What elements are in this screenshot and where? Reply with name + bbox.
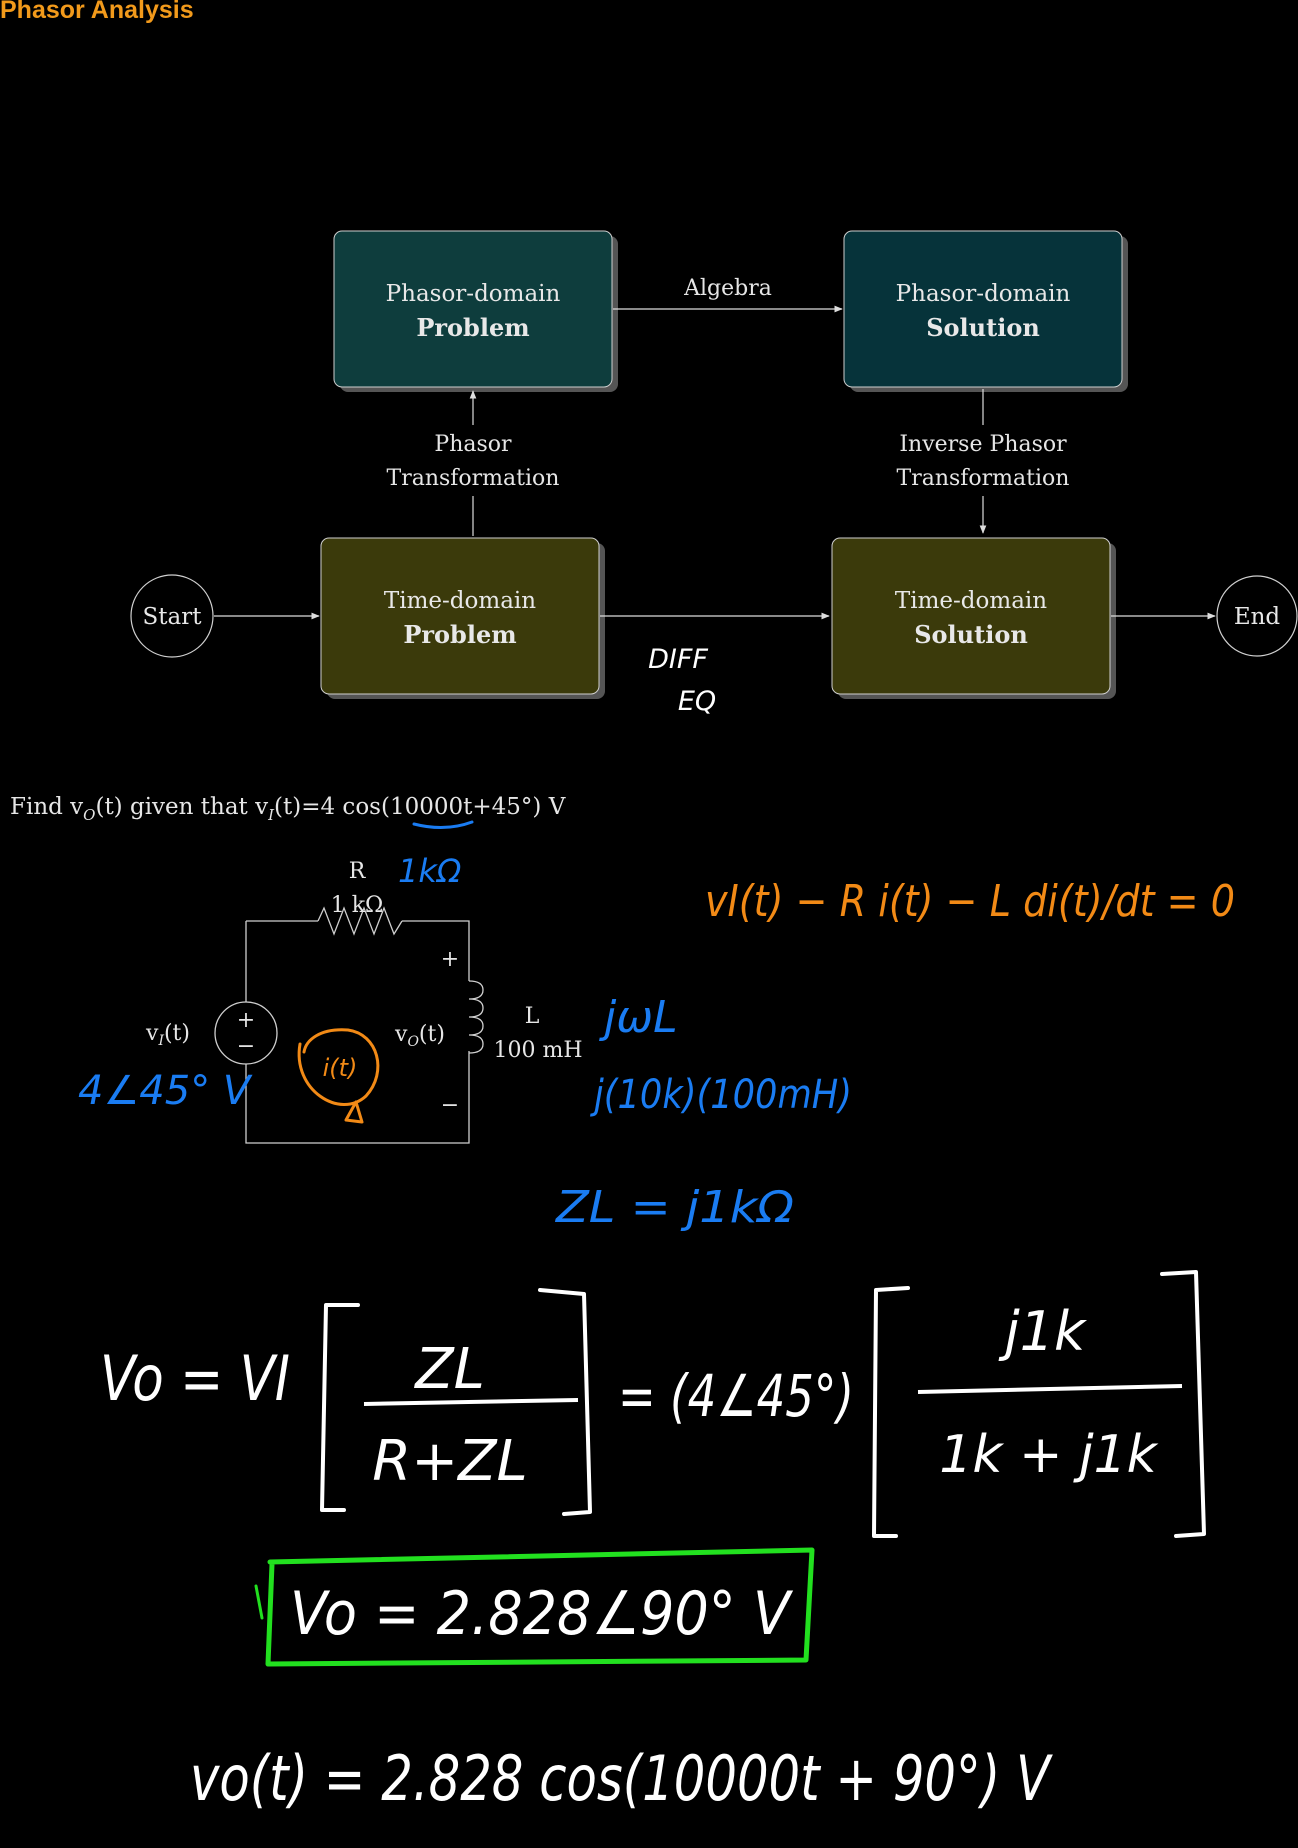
divider-den: R+ZL [372, 1429, 527, 1494]
resistor-value: 1 kΩ [331, 893, 384, 918]
end-node: End [1216, 575, 1298, 657]
voltage-source [214, 1001, 278, 1065]
kvl-equation: vI(t) − R i(t) − L di(t)/dt = 0 [705, 876, 1235, 927]
time-solution-line1: Time-domain [895, 588, 1047, 614]
phasor-transform-line1: Phasor [434, 432, 512, 457]
bracket-left-1 [320, 1303, 360, 1512]
bracket-right-1 [538, 1288, 592, 1516]
diff-eq-note: DIFF EQ [648, 644, 716, 717]
phasor-solution-line2: Solution [926, 313, 1040, 342]
page-title: Phasor Analysis [0, 0, 194, 24]
inverse-transform-line2: Transformation [897, 466, 1070, 491]
source-plus: + [237, 1008, 255, 1033]
source-minus: − [237, 1034, 255, 1059]
time-solution-line2: Solution [914, 620, 1028, 649]
vi-phasor-note: 4∠45° V [78, 1068, 253, 1114]
jwl-substitution: j(10k)(100mH) [590, 1072, 852, 1118]
vo-plus: + [441, 947, 459, 972]
handwritten-annotations: 1kΩ 4∠45° V i(t) vI(t) − R i(t) − L di(t… [78, 852, 1235, 1233]
time-problem-line1: Time-domain [384, 588, 536, 614]
result-box: Vo = 2.828∠90° V [254, 1547, 815, 1667]
phasor-problem-box: Phasor-domain Problem [333, 230, 613, 388]
vi-label: vI(t) [145, 1021, 190, 1049]
flowchart: Phasor-domain Problem Phasor-domain Solu… [130, 230, 1298, 717]
time-solution-box: Time-domain Solution [831, 537, 1111, 695]
phasor-problem-line1: Phasor-domain [386, 281, 561, 307]
result-tick [254, 1584, 264, 1620]
diff-eq-line2: EQ [678, 686, 716, 717]
vo-label: vO(t) [394, 1022, 445, 1050]
inductor [468, 980, 484, 1054]
diff-eq-line1: DIFF [648, 644, 708, 675]
result-phasor: Vo = 2.828∠90° V [290, 1579, 794, 1649]
current-loop-arrow [297, 1028, 380, 1124]
divider-num2: j1k [998, 1300, 1088, 1363]
jwl-note: jωL [599, 992, 678, 1043]
bracket-right-2 [1160, 1270, 1206, 1538]
inductor-label: L [525, 1004, 540, 1029]
time-problem-box: Time-domain Problem [320, 537, 600, 695]
r-hand-note: 1kΩ [398, 852, 462, 890]
phasor-solution-box: Phasor-domain Solution [843, 230, 1123, 388]
voltage-divider: Vo = VI ZL R+ZL = (4∠45°) j1k 1k + j1k [100, 1270, 1206, 1538]
problem-statement: Find vO(t) given that vI(t)=4 cos(10000t… [10, 794, 566, 824]
divider-lhs: Vo = VI [100, 1342, 290, 1415]
algebra-label: Algebra [683, 276, 772, 301]
inductor-value: 100 mH [493, 1038, 582, 1063]
zl-note: ZL = j1kΩ [555, 1182, 794, 1233]
divider-den2: 1k + j1k [939, 1425, 1158, 1485]
start-node: Start [130, 574, 214, 658]
start-label: Start [143, 604, 203, 630]
inverse-transform-line1: Inverse Phasor [899, 432, 1067, 457]
time-domain-result: vo(t) = 2.828 cos(10000t + 90°) V [190, 1742, 1054, 1815]
phasor-problem-line2: Problem [416, 313, 529, 342]
result-highlight [265, 1547, 815, 1667]
vo-minus: − [441, 1093, 459, 1118]
fraction-bar-2 [917, 1384, 1183, 1394]
circuit [214, 906, 484, 1144]
end-label: End [1234, 604, 1281, 630]
phasor-solution-line1: Phasor-domain [896, 281, 1071, 307]
phasor-transform-line2: Transformation [387, 466, 560, 491]
divider-mid: = (4∠45°) [618, 1362, 854, 1430]
divider-num: ZL [413, 1337, 485, 1402]
resistor [317, 906, 403, 936]
resistor-label: R [349, 859, 367, 884]
current-label: i(t) [323, 1054, 358, 1082]
bracket-left-2 [872, 1286, 910, 1538]
time-problem-line2: Problem [403, 620, 516, 649]
omega-underline [412, 820, 474, 829]
fraction-bar-1 [363, 1398, 579, 1406]
